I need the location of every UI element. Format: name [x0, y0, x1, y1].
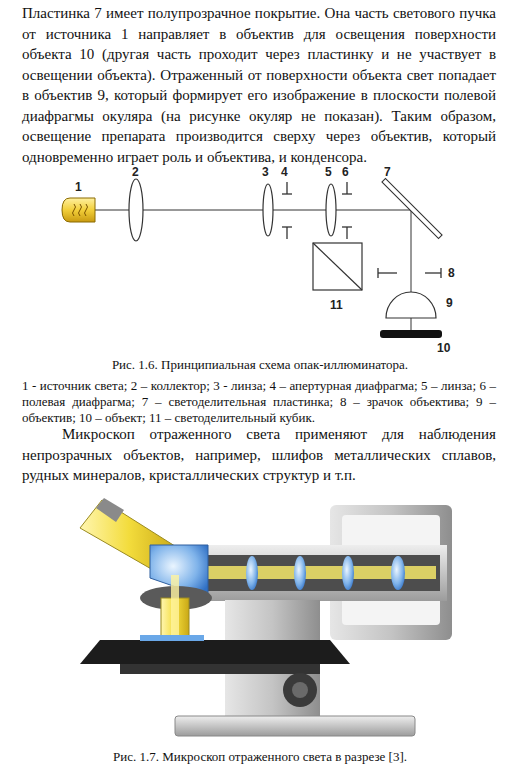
objective-lens — [386, 292, 436, 318]
focus-knob — [292, 682, 308, 698]
stage-holder — [120, 664, 320, 674]
filament — [73, 204, 88, 216]
lens — [246, 556, 258, 590]
slide — [140, 635, 204, 641]
lens — [326, 184, 336, 236]
base — [175, 716, 415, 736]
lens — [294, 556, 306, 590]
callout-number: 2 — [132, 165, 139, 179]
optical-scheme — [62, 178, 442, 338]
callout-number: 4 — [281, 165, 288, 179]
cutaway — [196, 555, 440, 591]
lens — [391, 556, 405, 590]
objective-pupil — [378, 268, 441, 278]
eyepiece — [96, 498, 124, 522]
light-source — [62, 198, 95, 222]
legend-text: 1 - источник света; 2 – коллектор; 3 - л… — [22, 378, 496, 426]
callout-number: 5 — [325, 165, 332, 179]
lens — [342, 556, 354, 590]
figure-caption: Рис. 1.6. Принципиальная схема опак-иллю… — [2, 357, 516, 373]
collector-lens — [129, 179, 143, 241]
object — [380, 330, 442, 338]
body-paragraph: Микроскоп отраженного света применяют дл… — [22, 424, 496, 486]
beam-splitter-plate — [382, 178, 442, 238]
callout-number: 10 — [437, 341, 450, 355]
beam-splitter-cube — [313, 243, 362, 290]
callout-number: 6 — [342, 165, 349, 179]
stage — [80, 640, 350, 664]
focus-knob — [283, 673, 317, 707]
light-beam — [171, 575, 179, 637]
illuminator-tube — [185, 545, 447, 601]
aperture-diaphragm — [282, 182, 292, 239]
callout-number: 7 — [384, 165, 391, 179]
body-paragraph: Пластинка 7 имеет полупрозрачное покрыти… — [22, 3, 496, 167]
callout-number: 3 — [262, 165, 269, 179]
callout-number: 1 — [75, 180, 82, 194]
figure-caption: Рис. 1.7. Микроскоп отраженного света в … — [2, 749, 516, 765]
field-diaphragm — [342, 182, 352, 239]
microscope-photo — [80, 498, 452, 736]
callout-number: 11 — [330, 298, 343, 312]
callout-number: 8 — [448, 266, 455, 280]
callout-number: 9 — [446, 296, 453, 310]
lens — [263, 184, 273, 236]
